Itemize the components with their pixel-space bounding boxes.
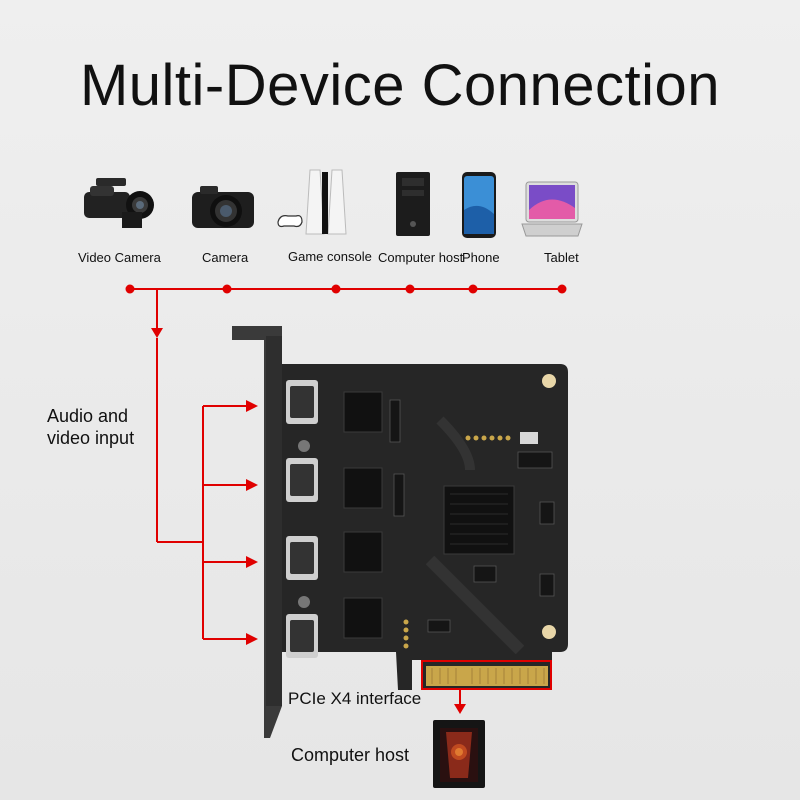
device-label-game-console: Game console [288,249,372,264]
input-arrow-4 [246,633,258,645]
device-label-camera: Camera [202,250,249,265]
hdmi-port [286,536,318,580]
interface-highlight-box [421,660,552,690]
game-console-icon [276,168,362,238]
host-label: Computer host [291,745,410,765]
computer-host-icon [394,170,432,238]
interface-label: PCIe X4 interface [288,689,422,708]
bus-dot [222,284,232,294]
tablet-icon [520,180,584,240]
page-title: Multi-Device Connection [79,53,721,118]
down-arrow [151,328,163,338]
device-label-computer-host: Computer host [378,250,464,265]
input-label: Audio and video input [47,405,134,449]
pcb-board [282,364,568,690]
input-arrow-2 [246,479,258,491]
bus-dot [405,284,415,294]
main-heatsink [443,485,515,555]
bus-dot [331,284,341,294]
hdmi-port [286,614,318,658]
device-label-tablet: Tablet [544,250,579,265]
device-label-phone: Phone [462,250,500,265]
camera-icon [190,182,256,232]
bus-dot [125,284,135,294]
heatsink [343,391,383,433]
input-label-line1: Audio and [47,406,129,426]
heatsink [343,531,383,573]
bus-dot [468,284,478,294]
pcie-gold-fingers [426,666,548,686]
dip-switch [520,432,538,444]
bus-dot [557,284,567,294]
video-camera-icon [78,172,160,234]
input-arrow-1 [246,400,258,412]
phone-icon [460,170,498,240]
heatsink [343,467,383,509]
hdmi-port [286,380,318,424]
input-label-line2: video input [47,428,135,448]
computer-host-tower-icon [433,720,485,788]
host-arrow [454,704,466,714]
heatsink [343,597,383,639]
pcie-bracket [232,326,282,738]
input-arrow-3 [246,556,258,568]
device-label-video-camera: Video Camera [78,250,161,265]
hdmi-port [286,458,318,502]
